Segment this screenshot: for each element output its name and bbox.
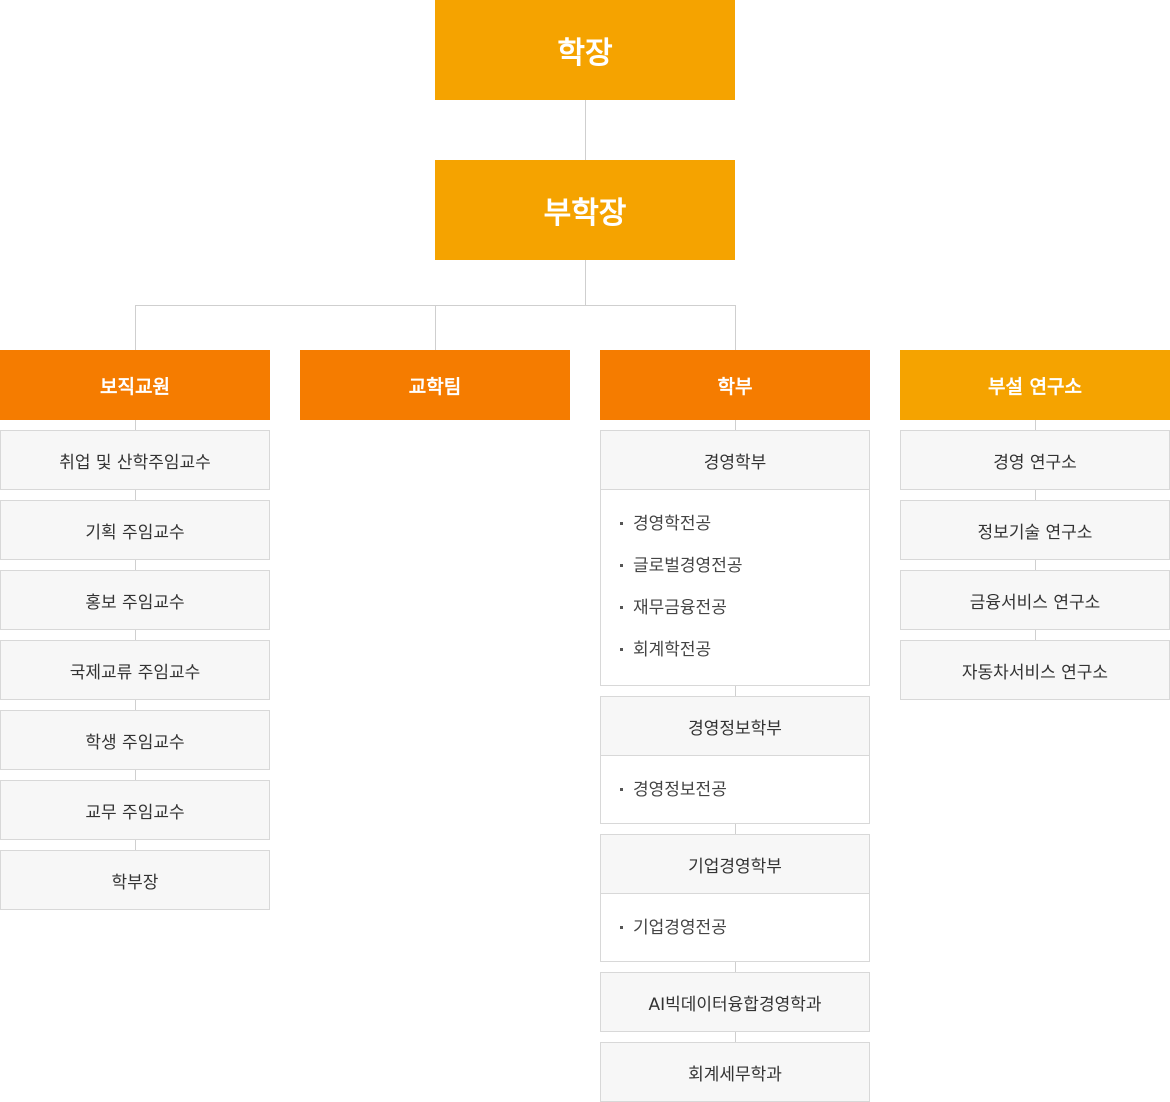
major-item: 경영학전공 [601,512,869,536]
bullet-icon [620,648,623,651]
divisions-header: 학부 [600,350,870,420]
bullet-icon [620,522,623,525]
president-box: 학장 [435,0,735,100]
major-label: 경영정보전공 [633,780,727,800]
institute-item: 자동차서비스 연구소 [900,640,1170,700]
major-item: 재무금융전공 [601,596,869,620]
major-label: 글로벌경영전공 [633,556,743,576]
connector-president-vice [585,100,586,160]
division-group-title: 기업경영학부 [600,834,870,894]
major-list: 기업경영전공 [600,894,870,962]
faculty-item: 국제교류 주임교수 [0,640,270,700]
division-group-title: AI빅데이터융합경영학과 [600,972,870,1032]
academic-team-header: 교학팀 [300,350,570,420]
major-label: 회계학전공 [633,640,712,660]
major-item: 기업경영전공 [601,916,869,940]
division-group-title: 경영학부 [600,430,870,490]
vice-president-box: 부학장 [435,160,735,260]
institute-item: 경영 연구소 [900,430,1170,490]
division-group-title: 경영정보학부 [600,696,870,756]
major-item: 글로벌경영전공 [601,554,869,578]
bullet-icon [620,564,623,567]
bullet-icon [620,606,623,609]
major-label: 기업경영전공 [633,918,727,938]
major-list: 경영학전공 글로벌경영전공 재무금융전공 회계학전공 [600,490,870,686]
institute-item: 금융서비스 연구소 [900,570,1170,630]
division-group-title: 회계세무학과 [600,1042,870,1102]
major-list: 경영정보전공 [600,756,870,824]
institute-item: 정보기술 연구소 [900,500,1170,560]
connector-faculty [135,305,136,350]
faculty-header: 보직교원 [0,350,270,420]
institutes-header: 부설 연구소 [900,350,1170,420]
connector-academic-team [435,305,436,350]
major-item: 경영정보전공 [601,778,869,802]
major-item: 회계학전공 [601,638,869,662]
faculty-item: 교무 주임교수 [0,780,270,840]
connector-vice-down [585,260,586,305]
faculty-item: 취업 및 산학주임교수 [0,430,270,490]
major-label: 경영학전공 [633,514,712,534]
connector-divisions [735,305,736,350]
bullet-icon [620,788,623,791]
faculty-item: 기획 주임교수 [0,500,270,560]
bullet-icon [620,926,623,929]
faculty-item: 홍보 주임교수 [0,570,270,630]
major-label: 재무금융전공 [633,598,727,618]
faculty-item: 학생 주임교수 [0,710,270,770]
faculty-item: 학부장 [0,850,270,910]
